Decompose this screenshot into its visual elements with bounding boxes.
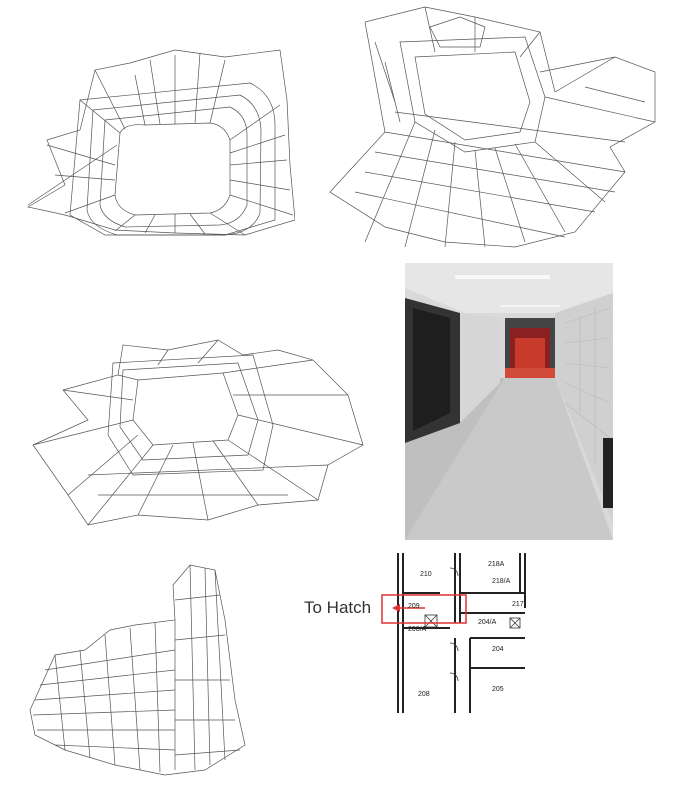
room-label: 204 <box>492 646 504 653</box>
corridor-photo <box>405 263 613 540</box>
room-label: 209 <box>408 603 420 610</box>
room-label: 205 <box>492 686 504 693</box>
room-label: 218/A <box>492 578 511 585</box>
corridor-image <box>405 263 613 540</box>
room-label: 208 <box>418 691 430 698</box>
floor-plan-drawing: 210 218A 218/A 217 209 208/A 204/A 204 2… <box>300 548 535 718</box>
room-label: 208/A <box>408 626 427 633</box>
mesh-render-bottom-left <box>25 560 250 780</box>
room-label: 217 <box>512 601 524 608</box>
room-label: 210 <box>420 571 432 578</box>
mesh-render-middle-left <box>28 335 368 530</box>
room-label: 218A <box>488 561 505 568</box>
wireframe-mesh <box>29 564 246 776</box>
mesh-render-top-left <box>25 45 295 240</box>
mesh-render-top-right <box>325 2 665 252</box>
to-hatch-label: To Hatch <box>304 598 372 617</box>
wireframe-mesh <box>32 339 364 526</box>
room-label: 204/A <box>478 619 497 626</box>
wireframe-mesh <box>27 49 295 236</box>
floor-plan: 210 218A 218/A 217 209 208/A 204/A 204 2… <box>300 548 535 718</box>
wireframe-mesh <box>329 6 656 248</box>
